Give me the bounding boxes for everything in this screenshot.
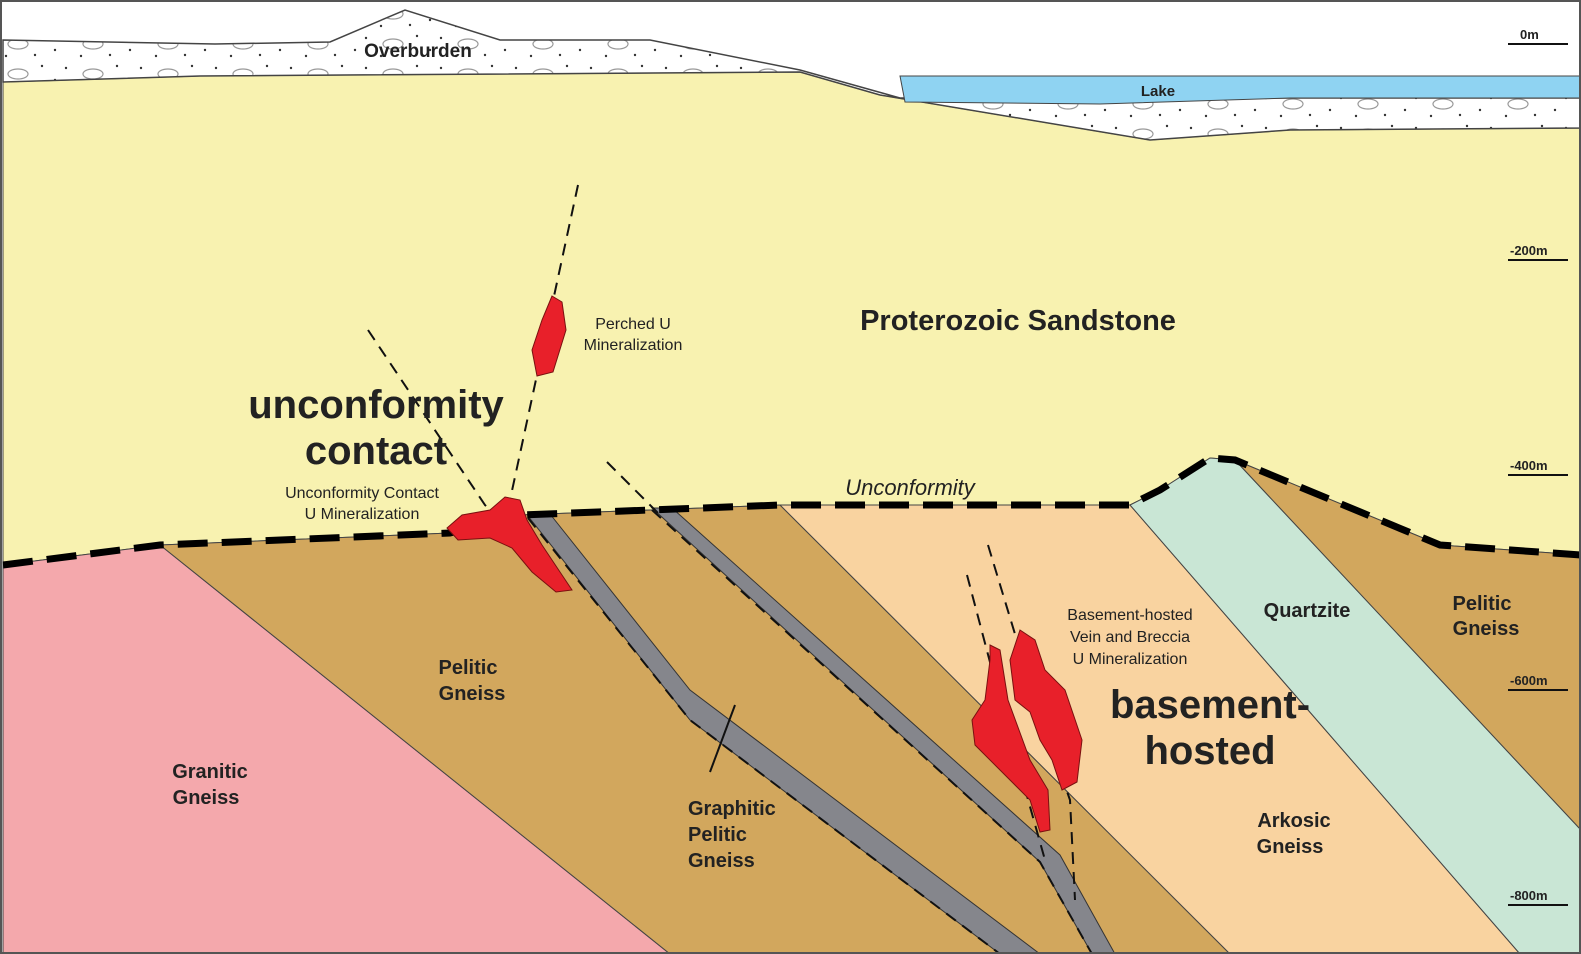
basement-label-1: Basement-hosted	[1067, 607, 1192, 624]
pelitic-label-2: Gneiss	[439, 683, 506, 705]
graphitic-label-1: Graphitic	[688, 798, 776, 820]
perched-label-1: Perched U	[595, 316, 671, 333]
basement-mineralization-left	[971, 644, 1051, 833]
unconformity-contact-mineralization	[446, 496, 573, 593]
pelitic-right-label-2: Gneiss	[1453, 618, 1520, 640]
sandstone-unit	[2, 71, 1581, 566]
arkosic-label-2: Gneiss	[1257, 836, 1324, 858]
basement-label-2: Vein and Breccia	[1070, 629, 1190, 646]
unconformity-label: Unconformity	[845, 475, 977, 500]
lake	[899, 75, 1581, 105]
quartzite-label: Quartzite	[1264, 600, 1351, 622]
depth-400: -400m	[1510, 458, 1548, 473]
uc-contact-label-2: U Mineralization	[305, 506, 420, 523]
pelitic-right-label-1: Pelitic	[1453, 593, 1512, 615]
leader-line	[709, 704, 736, 773]
depth-0: 0m	[1520, 27, 1539, 42]
pelitic-label-1: Pelitic	[439, 657, 498, 679]
depth-600: -600m	[1510, 673, 1548, 688]
basement-big-2: hosted	[1144, 729, 1275, 773]
pelitic-gneiss-right-unit	[1234, 459, 1581, 831]
arkosic-label-1: Arkosic	[1257, 810, 1330, 832]
u-mineralization-bodies	[446, 295, 1083, 833]
basement-big-1: basement-	[1110, 683, 1310, 727]
lake-label: Lake	[1141, 83, 1175, 100]
perched-label-2: Mineralization	[584, 337, 683, 354]
depth-800: -800m	[1510, 888, 1548, 903]
unconformity-line	[2, 454, 1581, 569]
granitic-label-2: Gneiss	[173, 787, 240, 809]
sandstone-label: Proterozoic Sandstone	[860, 305, 1176, 337]
graphitic-label-3: Gneiss	[688, 850, 755, 872]
uc-contact-label-1: Unconformity Contact	[285, 485, 439, 502]
graphitic-label-2: Pelitic	[688, 824, 747, 846]
unconformity-contact-big-1: unconformity	[248, 383, 504, 427]
overburden-unit	[2, 9, 1581, 141]
basement-label-3: U Mineralization	[1073, 651, 1188, 668]
granitic-label-1: Granitic	[172, 761, 248, 783]
overburden-label: Overburden	[364, 41, 472, 62]
unconformity-contact-big-2: contact	[305, 429, 447, 473]
basement-mineralization-right	[1009, 629, 1083, 791]
perched-mineralization	[531, 295, 567, 377]
depth-200: -200m	[1510, 243, 1548, 258]
depth-scale	[1508, 43, 1568, 906]
